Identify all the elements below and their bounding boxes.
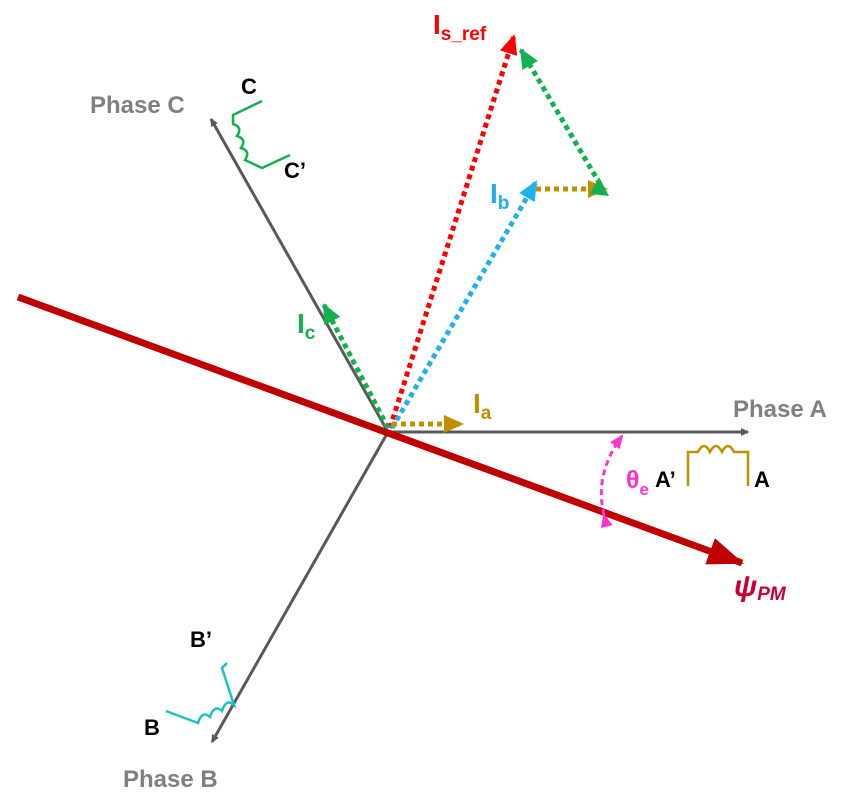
psi-subscript: PM	[757, 584, 787, 605]
theta-main: θ	[626, 466, 640, 494]
phase-b-winding	[165, 662, 237, 725]
theta-e-label: θe	[626, 466, 649, 499]
terminal-c-prime-label: C’	[284, 158, 306, 183]
phase-a-winding	[686, 444, 750, 486]
terminal-b-label: B	[144, 715, 160, 740]
terminal-b-prime-label: B’	[190, 627, 212, 652]
i-c-subscript: c	[305, 323, 316, 344]
theta-subscript: e	[640, 480, 649, 499]
i-b-main: I	[490, 178, 498, 209]
i-s-ref-main: I	[433, 9, 441, 40]
phase-c-axis	[209, 118, 390, 433]
i-b-vector	[389, 180, 539, 430]
i-a-main: I	[473, 388, 481, 419]
i-a-subscript: a	[481, 403, 492, 424]
i-a-label: Ia	[473, 388, 492, 424]
i-c-sum-arrow	[518, 48, 603, 186]
psi-pm-label: ψPM	[734, 570, 787, 605]
phase-a-label: Phase A	[733, 396, 827, 423]
terminal-a-label: A	[754, 467, 770, 492]
phase-c-winding	[231, 99, 291, 170]
i-c-main: I	[297, 308, 305, 339]
i-c-sum-back-arrowhead	[590, 177, 609, 196]
i-s-ref-label: Is_ref	[433, 9, 487, 45]
i-b-label: Ib	[490, 178, 509, 214]
i-c-label: Ic	[297, 308, 316, 344]
theta-e-arc	[599, 434, 624, 529]
terminal-c-label: C	[241, 74, 257, 99]
phase-b-label: Phase B	[123, 766, 218, 793]
i-b-subscript: b	[498, 193, 510, 214]
psi-main: ψ	[734, 570, 757, 603]
i-s-ref-subscript: s_ref	[441, 24, 487, 45]
phase-b-axis	[210, 431, 390, 743]
phase-c-label: Phase C	[90, 92, 185, 119]
terminal-a-prime-label: A’	[655, 467, 676, 492]
i-s-ref-vector	[387, 34, 518, 429]
psi-pm-axis	[16, 293, 744, 567]
